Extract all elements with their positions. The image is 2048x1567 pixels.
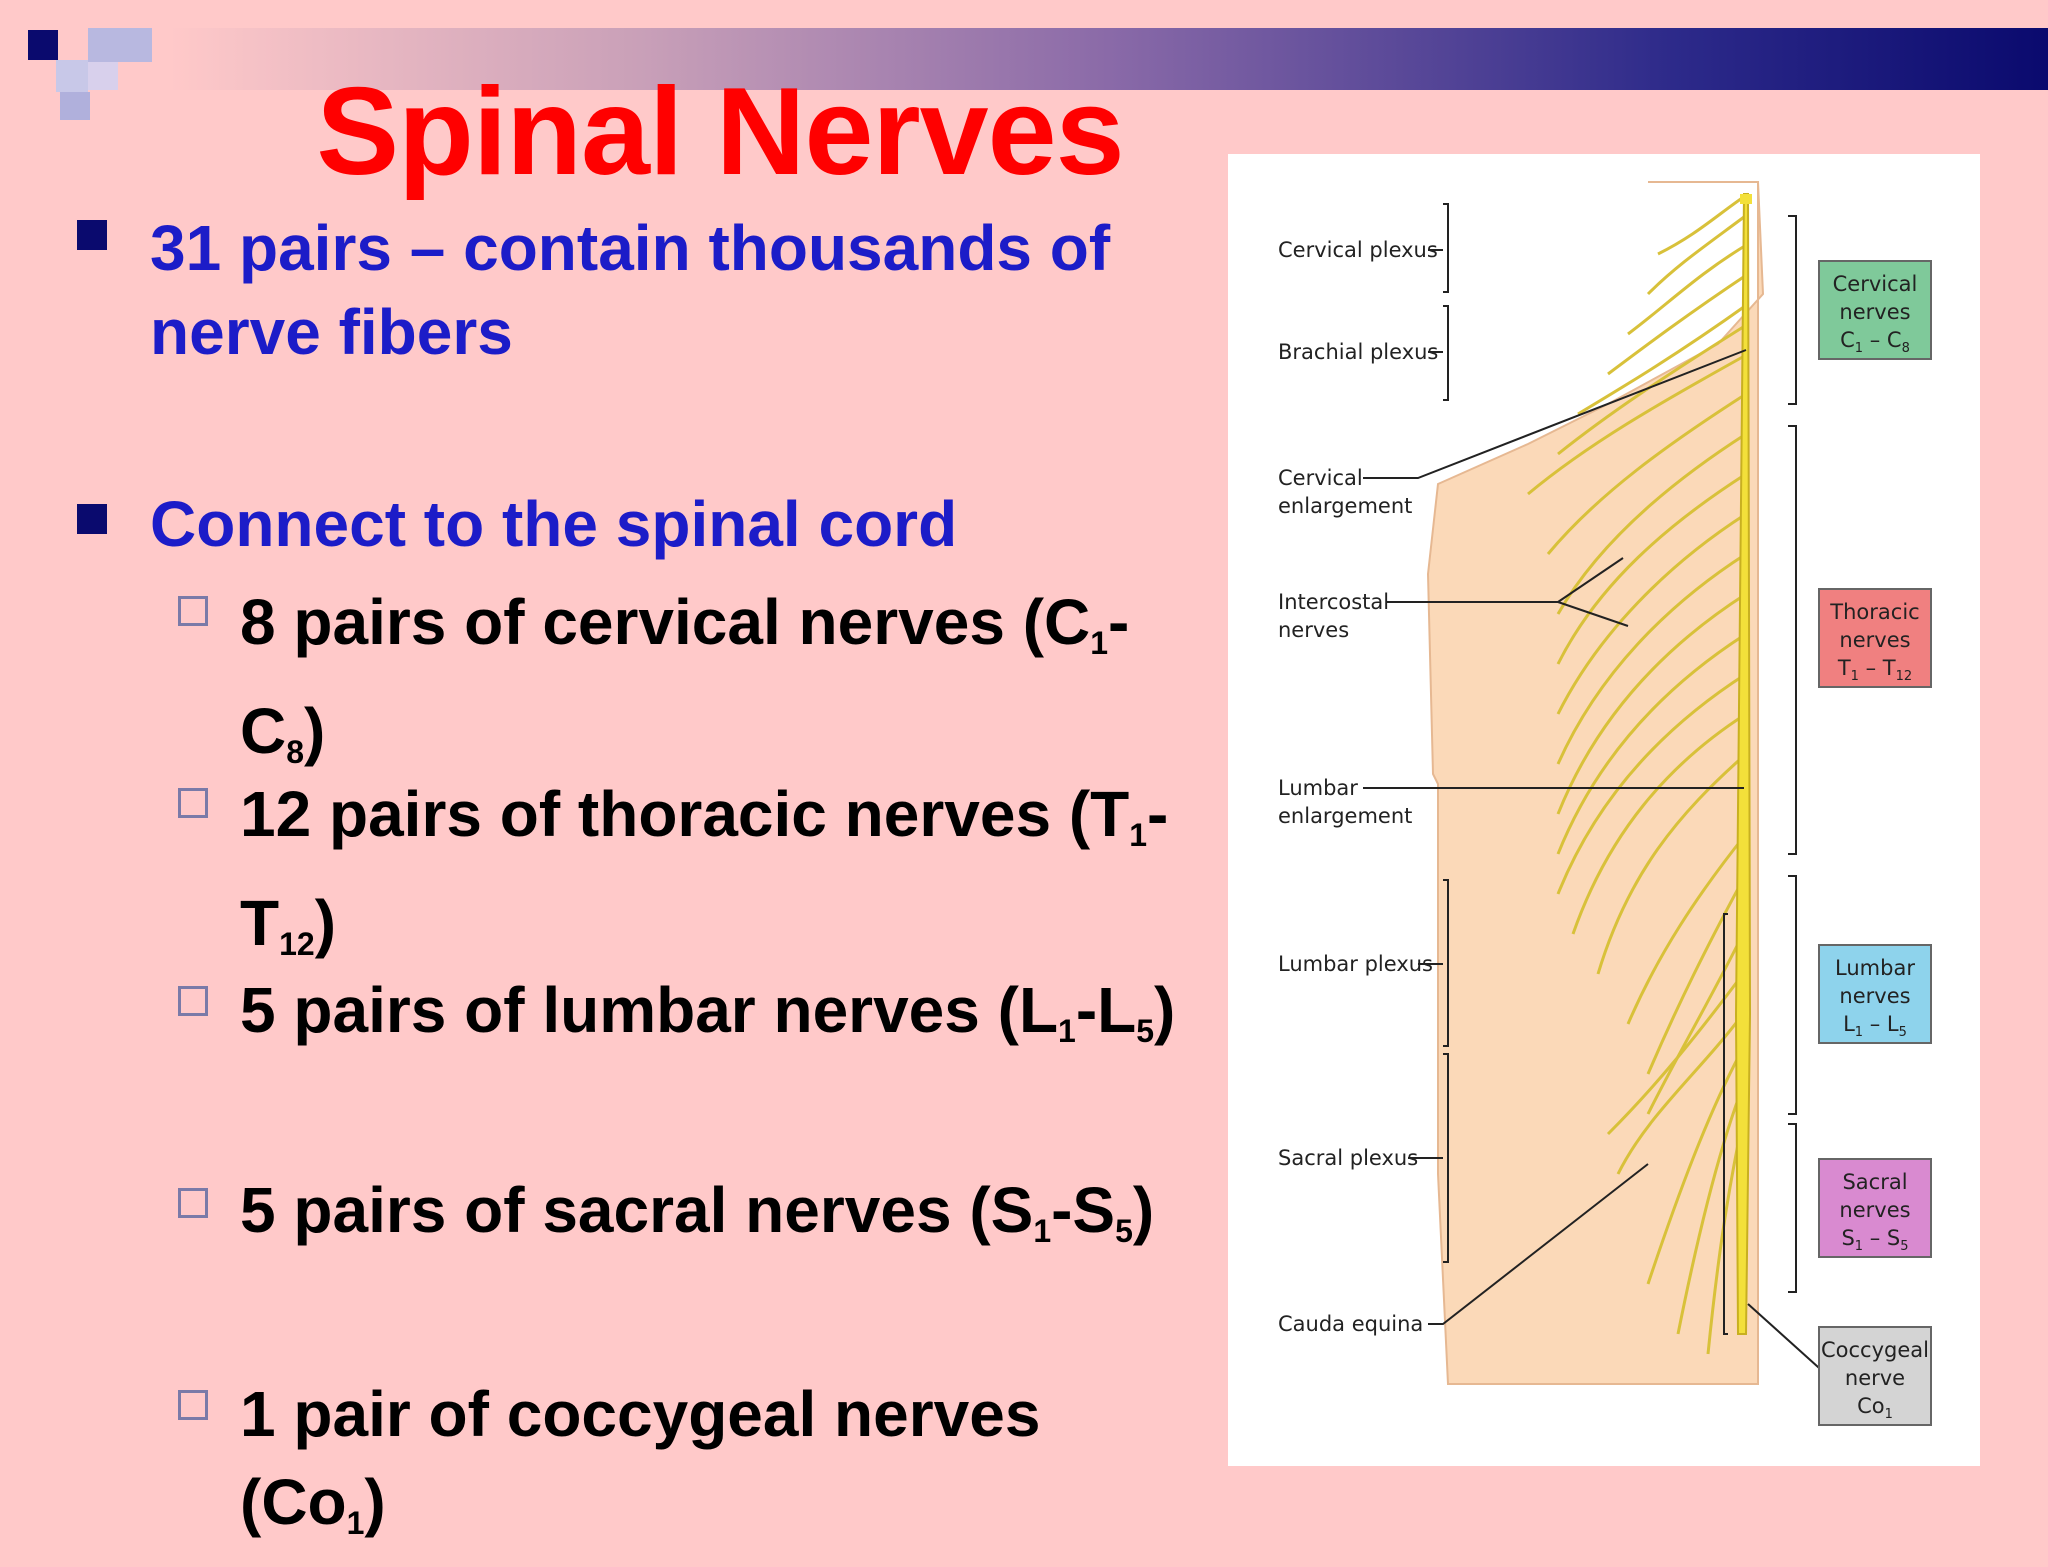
box-line: Sacral xyxy=(1842,1170,1908,1194)
label-lumbar-plexus: Lumbar plexus xyxy=(1278,952,1433,976)
box-line: T1 – T12 xyxy=(1837,656,1913,685)
bullet-marker xyxy=(77,504,107,534)
box-line: nerve xyxy=(1844,1366,1906,1390)
box-line: nerves xyxy=(1839,1198,1911,1222)
box-lumbar-nerves: Lumbar nerves L1 – L5 xyxy=(1818,944,1932,1044)
sub-bullet-marker xyxy=(178,1188,208,1218)
corner-square-decoration xyxy=(56,60,88,92)
box-sacral-nerves: Sacral nerves S1 – S5 xyxy=(1818,1158,1932,1258)
box-line: Coccygeal xyxy=(1821,1338,1929,1362)
slide-title: Spinal Nerves xyxy=(316,63,1124,201)
sub-bullet-marker xyxy=(178,986,208,1016)
label-intercostal-nerves: Intercostal xyxy=(1278,590,1390,614)
label-cauda-equina: Cauda equina xyxy=(1278,1312,1424,1336)
bullet-text: 31 pairs – contain thousands of nerve fi… xyxy=(150,212,1111,368)
box-line: Lumbar xyxy=(1835,956,1915,980)
label-sacral-plexus: Sacral plexus xyxy=(1278,1146,1419,1170)
corner-square-decoration xyxy=(60,92,90,120)
sub-bullet-text: 1 pair of coccygeal nerves (Co1) xyxy=(240,1378,1041,1541)
label-brachial-plexus: Brachial plexus xyxy=(1278,340,1439,364)
box-line: L1 – L5 xyxy=(1843,1012,1907,1041)
sub-bullet-text: 5 pairs of lumbar nerves (L1-L5) xyxy=(240,974,1176,1049)
box-coccygeal-nerve: Coccygeal nerve Co1 xyxy=(1818,1326,1932,1426)
bullet-text: Connect to the spinal cord xyxy=(150,488,958,560)
box-line: nerves xyxy=(1839,984,1911,1008)
sub-bullet-text: 12 pairs of thoracic nerves (T1-T12) xyxy=(240,778,1169,962)
box-line: nerves xyxy=(1839,300,1911,324)
box-line: Thoracic xyxy=(1830,600,1920,624)
corner-square-decoration xyxy=(88,62,118,90)
corner-square-decoration xyxy=(28,30,58,60)
label-lumbar-enlargement: enlargement xyxy=(1278,804,1413,828)
sub-bullet-marker xyxy=(178,788,208,818)
spinal-nerves-diagram: Cervical plexus Brachial plexus Cervical… xyxy=(1228,154,1980,1466)
header-gradient-bar xyxy=(170,28,2048,90)
label-intercostal-nerves: nerves xyxy=(1278,618,1350,642)
box-line: nerves xyxy=(1839,628,1911,652)
box-thoracic-nerves: Thoracic nerves T1 – T12 xyxy=(1818,588,1932,688)
box-line: C1 – C8 xyxy=(1840,328,1910,357)
sub-bullet-marker xyxy=(178,596,208,626)
box-line: Co1 xyxy=(1857,1394,1893,1423)
box-line: Cervical xyxy=(1832,272,1918,296)
box-cervical-nerves: Cervical nerves C1 – C8 xyxy=(1818,260,1932,360)
sub-bullet-marker xyxy=(178,1390,208,1420)
label-cervical-plexus: Cervical plexus xyxy=(1278,238,1438,262)
corner-square-decoration xyxy=(88,28,152,62)
bullet-marker xyxy=(77,220,107,250)
label-cervical-enlargement: enlargement xyxy=(1278,494,1413,518)
box-line: S1 – S5 xyxy=(1841,1226,1909,1255)
sub-bullet-text: 8 pairs of cervical nerves (C1-C8) xyxy=(240,586,1130,770)
spinal-cord-illustration xyxy=(1363,181,1829,1385)
label-lumbar-enlargement: Lumbar xyxy=(1278,776,1358,800)
sub-bullet-text: 5 pairs of sacral nerves (S1-S5) xyxy=(240,1174,1155,1249)
label-cervical-enlargement: Cervical xyxy=(1278,466,1363,490)
